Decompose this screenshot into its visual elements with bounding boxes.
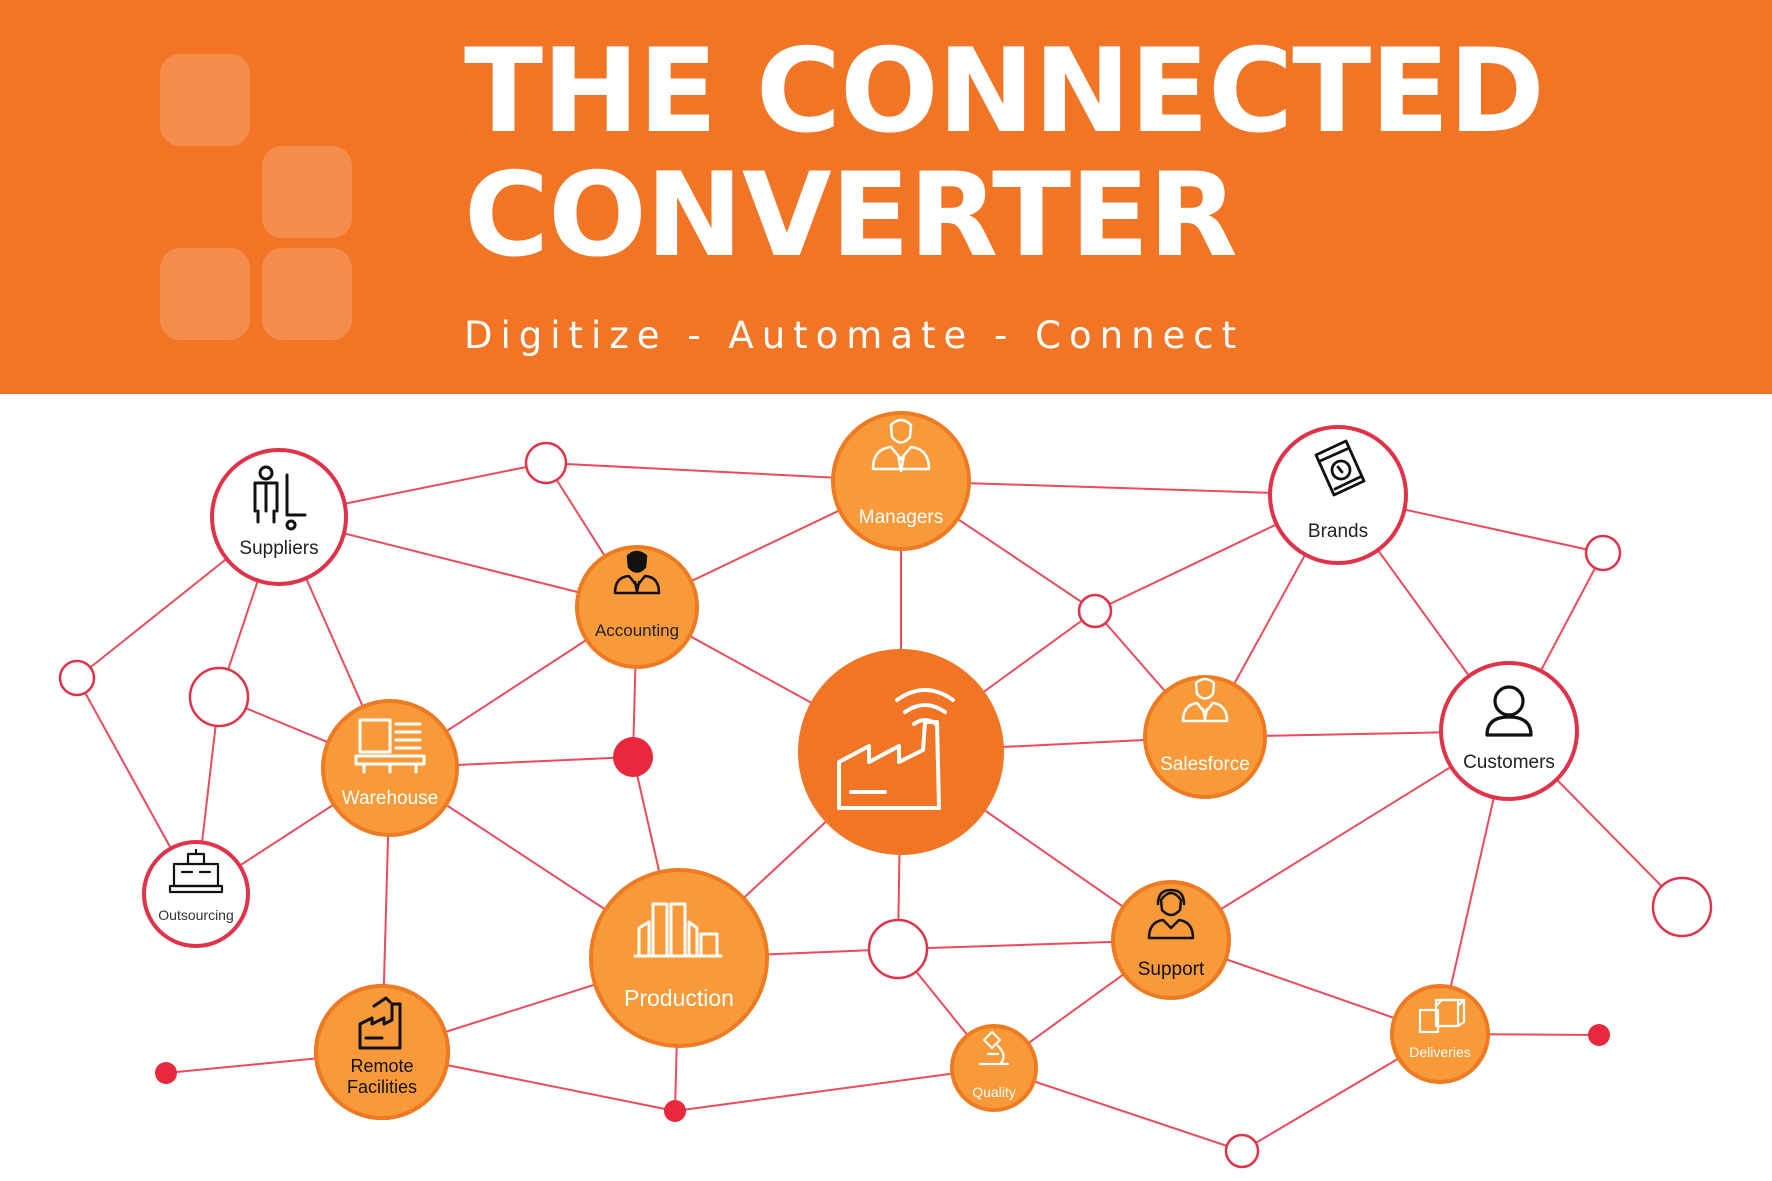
junction-circle-j3 <box>188 666 250 728</box>
logo-square-top <box>160 54 250 146</box>
node-circle-salesforce <box>1143 675 1267 799</box>
product-package-icon <box>1314 439 1366 497</box>
node-label-remote-line-2: Facilities <box>347 1077 417 1097</box>
red-dot-r4 <box>1588 1024 1610 1046</box>
node-managers: Managers <box>831 411 971 551</box>
header-banner: THE CONNECTED CONVERTER Digitize - Autom… <box>0 0 1772 394</box>
node-circle-outsourcing <box>142 840 250 948</box>
logo-square-bottom-left <box>160 248 250 340</box>
microscope-icon <box>978 1030 1010 1066</box>
node-circle-accounting <box>575 545 699 669</box>
node-circle-production <box>589 868 769 1048</box>
node-label-remote-line-1: Remote <box>350 1056 413 1076</box>
customer-icon <box>1485 685 1533 737</box>
node-label-brands: Brands <box>1308 521 1368 542</box>
node-label-customers: Customers <box>1463 752 1555 773</box>
junction-circle-j2 <box>58 659 96 697</box>
node-circle-support <box>1111 880 1231 1000</box>
node-label-outsourcing: Outsourcing <box>158 907 233 923</box>
node-deliveries: Deliveries <box>1390 984 1490 1084</box>
node-salesforce: Salesforce <box>1143 675 1267 799</box>
connection-line-managers-brands <box>900 480 1339 496</box>
node-production: Production <box>589 868 769 1048</box>
junction-circle-j7 <box>1651 876 1713 938</box>
node-suppliers: Suppliers <box>210 448 348 586</box>
node-label-suppliers: Suppliers <box>239 538 318 559</box>
junction-circle-j1 <box>524 441 568 485</box>
tagline: Digitize - Automate - Connect <box>464 314 1245 357</box>
node-circle-brands <box>1268 425 1408 565</box>
node-circle-customers <box>1439 661 1579 801</box>
node-label-support: Support <box>1138 959 1205 980</box>
manager-icon <box>871 418 931 473</box>
production-line-icon <box>633 902 723 958</box>
red-dot-r1 <box>613 737 653 777</box>
node-label-managers: Managers <box>859 507 944 528</box>
node-support: Support <box>1111 880 1231 1000</box>
node-warehouse: Warehouse <box>321 699 459 837</box>
node-remote-facilities: Remote Facilities <box>314 984 450 1120</box>
red-dot-r3 <box>664 1100 686 1122</box>
connection-line-r3-quality <box>674 1067 995 1112</box>
junction-circle-j8 <box>1224 1133 1260 1169</box>
node-label-production: Production <box>624 985 734 1011</box>
warehouse-icon <box>354 718 426 774</box>
node-label-quality: Quality <box>972 1084 1016 1100</box>
logo-square-bottom-right <box>262 248 352 340</box>
boxes-icon <box>1418 998 1466 1034</box>
page-title-line-2: CONVERTER <box>464 148 1238 283</box>
node-quality: Quality <box>950 1024 1038 1112</box>
node-customers: Customers <box>1439 661 1579 801</box>
page-title-line-1: THE CONNECTED <box>464 24 1545 159</box>
salesperson-icon <box>1181 677 1229 723</box>
node-outsourcing: Outsourcing <box>142 840 250 948</box>
support-agent-icon <box>1147 888 1195 940</box>
remote-factory-icon <box>358 996 402 1050</box>
junction-circle-j6 <box>867 918 929 980</box>
red-dot-r2 <box>155 1062 177 1084</box>
junction-circle-j5 <box>1584 534 1622 572</box>
node-brands: Brands <box>1268 425 1408 565</box>
machine-icon <box>168 848 224 894</box>
node-label-accounting: Accounting <box>595 621 679 640</box>
node-circle-quality <box>950 1024 1038 1112</box>
node-circle-remote <box>314 984 450 1120</box>
node-accounting: Accounting <box>575 545 699 669</box>
node-label-deliveries: Deliveries <box>1409 1044 1470 1060</box>
worker-handtruck-icon <box>253 465 307 531</box>
node-circle-suppliers <box>210 448 348 586</box>
diagram-nodes: Suppliers Managers Brands <box>142 411 1579 1120</box>
node-connected-factory <box>798 649 1004 855</box>
node-label-salesforce: Salesforce <box>1160 754 1250 775</box>
node-circle-managers <box>831 411 971 551</box>
accountant-icon <box>613 550 661 595</box>
node-label-warehouse: Warehouse <box>342 788 438 809</box>
connected-factory-icon <box>837 688 955 810</box>
logo-square-middle <box>262 146 352 238</box>
junction-circle-j4 <box>1077 593 1113 629</box>
